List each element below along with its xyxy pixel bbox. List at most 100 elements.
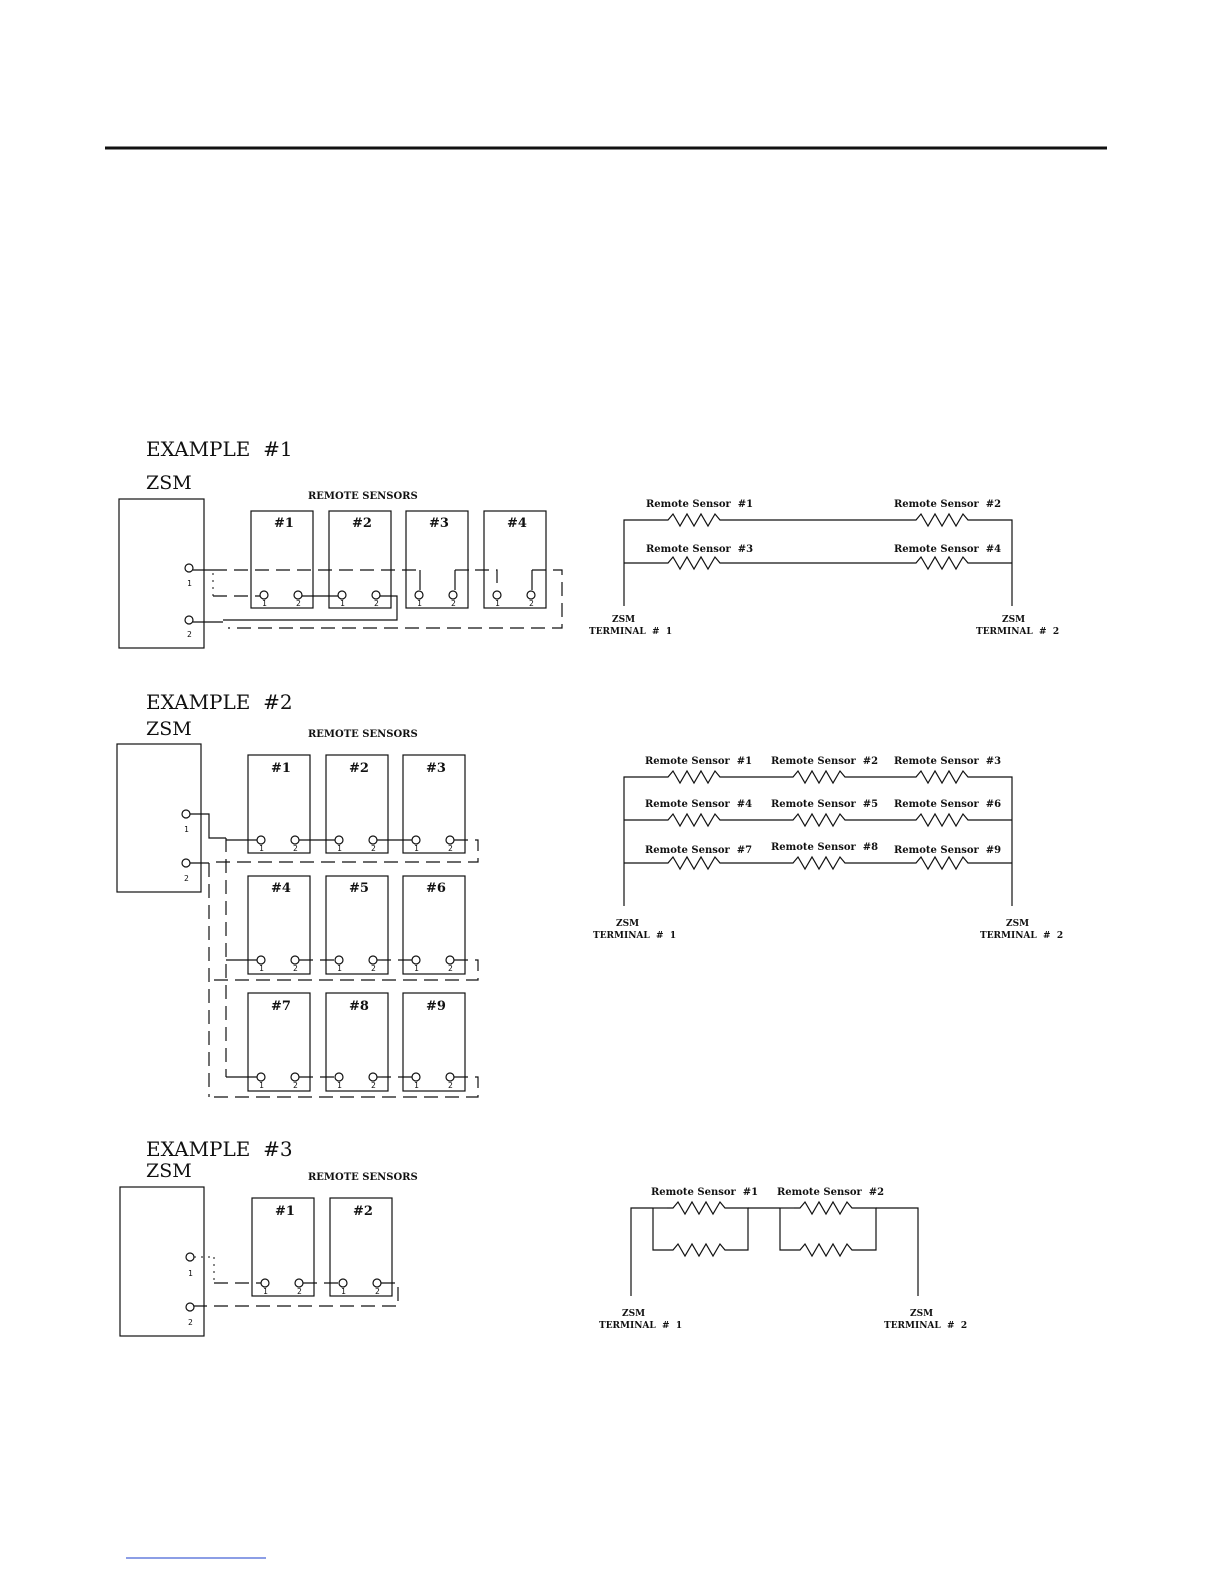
example-2-terminal-left-line-2: TERMINAL # 1 <box>593 931 676 941</box>
example-3: EXAMPLE #3 ZSM REMOTE SENSORS 1 2 #1 1 2… <box>119 1137 967 1337</box>
example-1-title: EXAMPLE #1 <box>146 437 293 461</box>
example-1-resistor-4 <box>910 555 972 571</box>
example-1-sensors-header: REMOTE SENSORS <box>308 491 418 502</box>
example-2-sensor-6-pin-1: 1 <box>414 964 419 973</box>
example-3-resistor-2 <box>794 1200 856 1216</box>
example-3-sensor-2-terminal-2 <box>372 1278 382 1288</box>
example-2-sensor-6-terminal-1 <box>411 955 421 965</box>
example-2-terminal-right-line-1: ZSM <box>1006 919 1029 929</box>
example-1: EXAMPLE #1 ZSM REMOTE SENSORS 1 2 #1 1 2… <box>118 437 1059 649</box>
example-1-resistor-4-label: Remote Sensor #4 <box>894 544 1001 555</box>
example-1-sensor-2-pin-1: 1 <box>340 599 345 608</box>
example-2-resistor-4-label: Remote Sensor #4 <box>645 799 752 810</box>
example-2-resistor-5 <box>787 812 849 828</box>
example-2-sensor-5-terminal-2 <box>368 955 378 965</box>
example-3-sensors-header: REMOTE SENSORS <box>308 1172 418 1183</box>
example-3-resistor-2-label: Remote Sensor #2 <box>777 1187 884 1198</box>
example-3-sensor-1-pin-2: 2 <box>297 1287 302 1296</box>
example-1-zsm-terminal-1 <box>184 563 194 573</box>
example-3-sensor-1-terminal-1 <box>260 1278 270 1288</box>
example-3-resistor-2-parallel <box>794 1242 856 1258</box>
example-1-sensor-1-pin-2: 2 <box>296 599 301 608</box>
example-1-sensor-4-pin-1: 1 <box>495 599 500 608</box>
example-2-sensor-8: #8 1 2 <box>325 992 389 1092</box>
example-2-zsm-unit <box>116 743 202 893</box>
example-3-sensor-2-terminal-1 <box>338 1278 348 1288</box>
example-3-title: EXAMPLE #3 <box>146 1137 293 1161</box>
example-2-sensor-1-label: #1 <box>271 761 291 776</box>
example-1-sensor-1-label: #1 <box>274 516 294 531</box>
example-2-sensor-3-pin-1: 1 <box>414 844 419 853</box>
example-2-zsm-label: ZSM <box>146 718 192 740</box>
example-2-sensor-7-terminal-1 <box>256 1072 266 1082</box>
example-3-zsm-terminal-2 <box>185 1302 195 1312</box>
example-2-sensor-6-pin-2: 2 <box>448 964 453 973</box>
example-2-zsm-pin-2-label: 2 <box>184 874 189 883</box>
example-2-sensor-3-pin-2: 2 <box>448 844 453 853</box>
example-2-sensor-3-terminal-1 <box>411 835 421 845</box>
example-2-wiring <box>190 813 479 1098</box>
example-2-sensor-1-pin-1: 1 <box>259 844 264 853</box>
example-1-sensor-3-label: #3 <box>429 516 449 531</box>
example-3-sensor-2-label: #2 <box>353 1204 373 1219</box>
example-1-resistor-3-label: Remote Sensor #3 <box>646 544 753 555</box>
example-2-sensor-8-terminal-1 <box>334 1072 344 1082</box>
example-2: EXAMPLE #2 ZSM REMOTE SENSORS 1 2 #1 1 2… <box>116 690 1063 1098</box>
example-1-terminal-right-line-2: TERMINAL # 2 <box>976 627 1059 637</box>
example-3-sensor-1-label: #1 <box>275 1204 295 1219</box>
example-2-sensor-5-pin-1: 1 <box>337 964 342 973</box>
example-1-sensor-3-pin-1: 1 <box>417 599 422 608</box>
example-2-sensor-3-label: #3 <box>426 761 446 776</box>
example-2-sensor-5: #5 1 2 <box>325 875 389 975</box>
example-2-zsm-terminal-2 <box>181 858 191 868</box>
example-2-sensor-2-pin-2: 2 <box>371 844 376 853</box>
example-1-sensor-1: #1 1 2 <box>250 510 314 609</box>
example-2-sensor-5-terminal-1 <box>334 955 344 965</box>
example-2-terminal-left-line-1: ZSM <box>616 919 639 929</box>
example-1-sensor-2-pin-2: 2 <box>374 599 379 608</box>
example-1-resistor-1 <box>662 512 724 528</box>
example-1-zsm-label: ZSM <box>146 472 192 494</box>
example-1-sensor-1-terminal-1 <box>259 590 269 600</box>
example-2-terminal-right-line-2: TERMINAL # 2 <box>980 931 1063 941</box>
example-2-sensor-4-terminal-2 <box>290 955 300 965</box>
example-2-sensor-1: #1 1 2 <box>247 754 311 854</box>
example-2-sensor-8-terminal-2 <box>368 1072 378 1082</box>
example-2-sensor-1-terminal-2 <box>290 835 300 845</box>
example-1-terminal-right-line-1: ZSM <box>1002 615 1025 625</box>
example-2-sensor-4: #4 1 2 <box>247 875 311 975</box>
example-2-resistor-9-label: Remote Sensor #9 <box>894 845 1001 856</box>
example-1-resistor-2-label: Remote Sensor #2 <box>894 499 1001 510</box>
example-2-resistor-6-label: Remote Sensor #6 <box>894 799 1001 810</box>
example-1-schematic: Remote Sensor #1 Remote Sensor #2 Remote… <box>589 499 1059 637</box>
example-3-sensor-1-pin-1: 1 <box>263 1287 268 1296</box>
example-2-resistor-7 <box>662 855 724 871</box>
example-2-sensor-7-label: #7 <box>271 999 291 1014</box>
example-2-sensor-3: #3 1 2 <box>402 754 466 854</box>
example-2-zsm-terminal-1 <box>181 809 191 819</box>
example-3-wiring <box>194 1256 399 1307</box>
example-1-sensor-2-label: #2 <box>352 516 372 531</box>
example-3-sensor-2: #2 1 2 <box>329 1197 393 1297</box>
example-2-sensor-7-terminal-2 <box>290 1072 300 1082</box>
example-3-resistor-1-parallel <box>667 1242 729 1258</box>
example-2-sensor-9-pin-1: 1 <box>414 1081 419 1090</box>
example-2-sensor-4-label: #4 <box>271 881 291 896</box>
example-2-sensor-4-terminal-1 <box>256 955 266 965</box>
example-1-sensor-4-pin-2: 2 <box>529 599 534 608</box>
example-3-sensor-2-pin-1: 1 <box>341 1287 346 1296</box>
example-2-sensor-8-pin-1: 1 <box>337 1081 342 1090</box>
example-2-sensors-header: REMOTE SENSORS <box>308 729 418 740</box>
example-1-sensor-3-pin-2: 2 <box>451 599 456 608</box>
example-1-zsm-terminal-2 <box>184 615 194 625</box>
example-1-terminal-left-line-2: TERMINAL # 1 <box>589 627 672 637</box>
example-2-sensor-4-pin-1: 1 <box>259 964 264 973</box>
example-2-sensor-9-terminal-2 <box>445 1072 455 1082</box>
example-2-resistor-8 <box>787 855 849 871</box>
example-1-zsm-pin-1-label: 1 <box>187 579 192 588</box>
example-1-sensor-2-terminal-1 <box>337 590 347 600</box>
example-2-sensor-2-pin-1: 1 <box>337 844 342 853</box>
example-2-resistor-7-label: Remote Sensor #7 <box>645 845 752 856</box>
example-2-sensor-6-terminal-2 <box>445 955 455 965</box>
